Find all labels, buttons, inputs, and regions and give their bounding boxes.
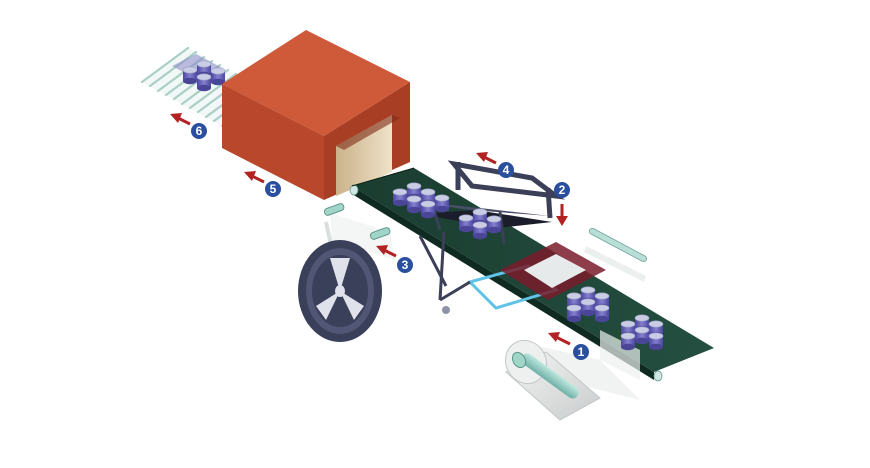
arrow-step-6 [170, 113, 191, 126]
step-number-1: 1 [578, 345, 585, 359]
step-marker-6: 6 [191, 123, 207, 139]
shrink-tunnel [222, 30, 410, 200]
direction-arrows [170, 113, 571, 346]
step-number-4: 4 [503, 163, 510, 177]
film-roll [504, 339, 640, 421]
arrow-step-2 [556, 204, 568, 226]
step-marker-5: 5 [265, 181, 281, 197]
step-number-6: 6 [196, 124, 203, 138]
finished-can-pack [172, 54, 238, 106]
film-guide [584, 227, 648, 380]
step-marker-3: 3 [397, 257, 413, 273]
arrow-step-3 [376, 245, 397, 258]
step-number-5: 5 [270, 182, 277, 196]
step-marker-4: 4 [498, 162, 514, 178]
guide-rollers [323, 203, 391, 240]
arrow-step-5 [244, 171, 265, 184]
arrow-step-1 [548, 332, 571, 346]
step-number-2: 2 [559, 183, 566, 197]
step-marker-2: 2 [554, 182, 570, 198]
cutting-frame [500, 242, 606, 300]
step-marker-1: 1 [573, 344, 589, 360]
film-reel [298, 213, 395, 342]
arrow-step-4 [476, 152, 497, 165]
step-number-3: 3 [402, 258, 409, 272]
